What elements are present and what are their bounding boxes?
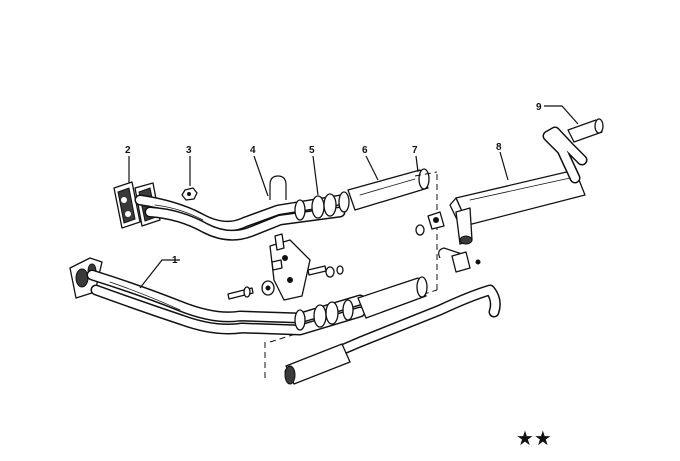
rubber-mount <box>415 211 445 236</box>
rear-pipe-lower <box>284 284 501 385</box>
rear-muffler <box>449 126 588 245</box>
callout-7: 7 <box>412 145 418 156</box>
front-silencer-upper <box>347 168 430 211</box>
front-silencer-lower <box>357 276 428 319</box>
flange-nut <box>181 187 198 201</box>
callout-1: 1 <box>172 255 178 266</box>
u-bolt <box>269 175 287 200</box>
callout-3: 3 <box>186 145 192 156</box>
mounting-bolts <box>227 265 344 300</box>
tailpipe-tip <box>567 118 604 143</box>
callout-9: 9 <box>536 102 542 113</box>
upper-pipe-clamp <box>294 191 350 221</box>
callout-6: 6 <box>362 145 368 156</box>
lower-pipe-clamp <box>294 299 354 331</box>
callout-2: 2 <box>125 145 131 156</box>
callout-5: 5 <box>309 145 315 156</box>
callout-4: 4 <box>250 145 256 156</box>
hanger-bracket <box>269 233 311 301</box>
front-pipe-lower <box>69 257 366 336</box>
rear-clamp <box>438 247 481 273</box>
leader-lines <box>128 105 579 289</box>
star-marking: ★★ <box>516 426 552 450</box>
callout-8: 8 <box>496 142 502 153</box>
front-pipe-upper <box>134 194 346 241</box>
